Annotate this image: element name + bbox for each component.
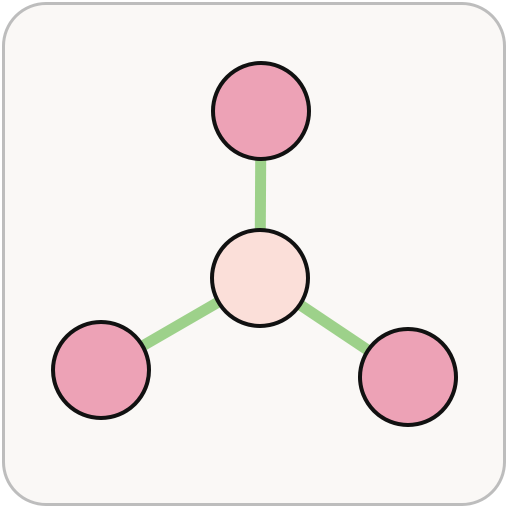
node-center	[210, 228, 310, 328]
node-top	[211, 61, 311, 161]
node-bottom-right	[358, 327, 458, 427]
node-bottom-left	[51, 320, 151, 420]
